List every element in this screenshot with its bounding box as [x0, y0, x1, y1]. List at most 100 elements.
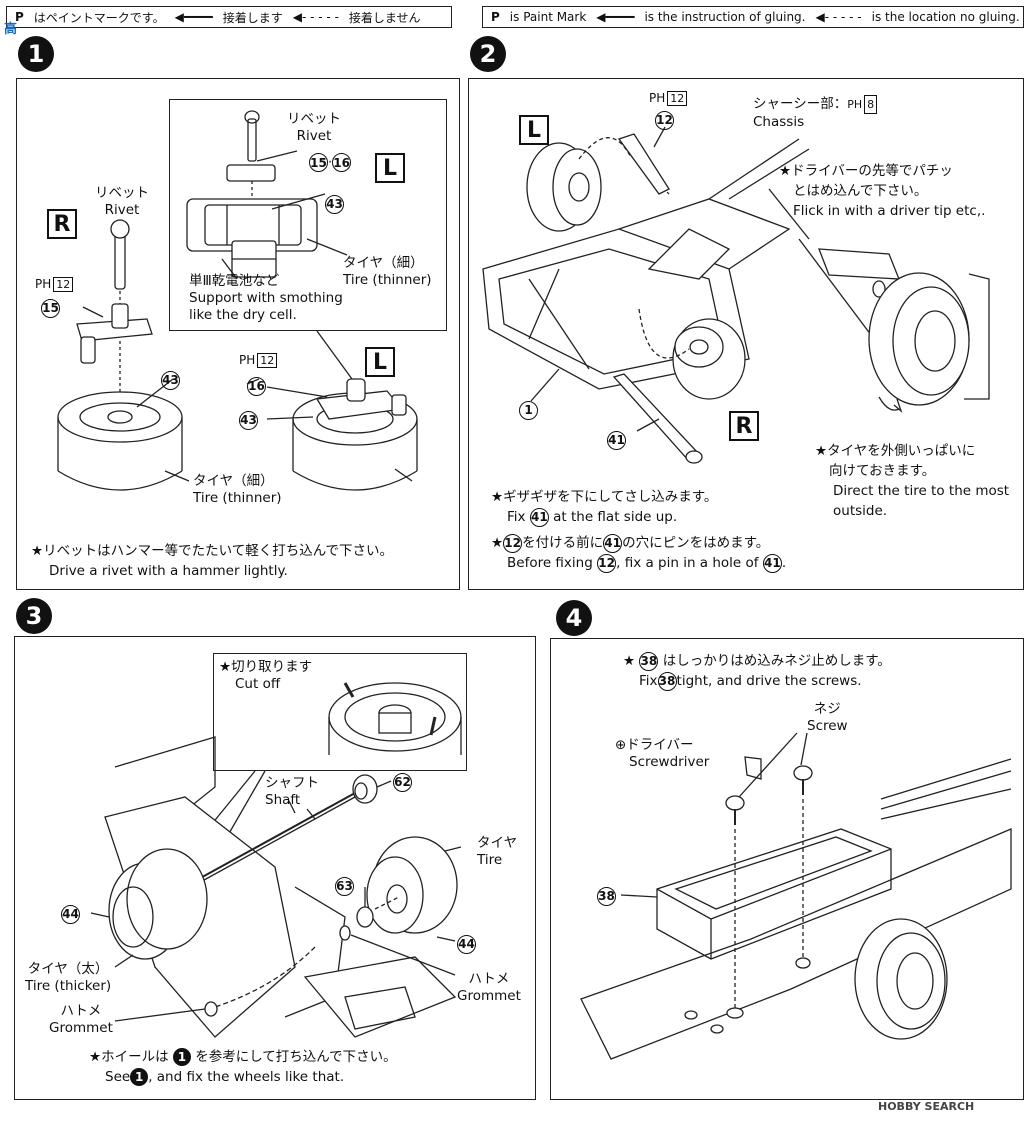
shaft-label: シャフト Shaft [265, 775, 319, 809]
note2-jp-a: を付ける前に [522, 535, 604, 551]
legend-jp-glue: 接着します [222, 10, 283, 25]
tire-jp: タイヤ [477, 835, 518, 851]
arrow-dashed-icon: ◀- - - - - [815, 10, 862, 24]
driver-en: Screwdriver [629, 754, 710, 770]
rivet-en: Rivet [104, 202, 140, 218]
grommet-en: Grommet [49, 1020, 113, 1036]
step4-note-en-num: 38 [657, 671, 677, 691]
site-logo: 高 [4, 22, 18, 37]
part-1-num: 1 [519, 400, 538, 420]
chassis-num: 8 [864, 95, 878, 114]
screwdriver-label: ⊕ドライバー Screwdriver [615, 737, 709, 771]
part-41: 41 [607, 429, 626, 450]
tire-thick-jp: タイヤ（太） [27, 961, 109, 977]
pmark-num: 12 [53, 277, 74, 292]
step2-note2: ★12を付ける前に41の穴にピンをはめます。 Before fixing 12,… [491, 533, 787, 573]
step1-note-en: Drive a rivet with a hammer lightly. [49, 563, 288, 579]
note2-jp-num2: 41 [603, 533, 623, 553]
box-r: R [47, 209, 77, 239]
screw-label: ネジ Screw [807, 701, 848, 735]
note2-jp-num1: 12 [503, 533, 523, 553]
note1-en-b: at the flat side up. [553, 509, 678, 525]
tire-dir-jp2: 向けておきます。 [829, 463, 936, 479]
note2-en-num2: 41 [762, 553, 782, 573]
step4-illustration [580, 732, 1012, 1060]
part-12: 12 [655, 109, 674, 130]
inset-tire-label: タイヤ（細） Tire (thinner) [343, 255, 432, 289]
step1-note: ★リベットはハンマー等でたたいて軽く打ち込んで下さい。 Drive a rive… [31, 541, 393, 581]
legend-jp-noglue: 接着しません [348, 10, 421, 25]
part-62: 62 [393, 771, 412, 792]
part-43: 43 [161, 369, 180, 390]
step3-note-en-num: 1 [130, 1068, 149, 1086]
note2-en-a: Before fixing [507, 555, 593, 571]
arrow-dashed-icon: ◀- - - - - [292, 10, 339, 24]
step4-note-jp-b: はしっかりはめ込みネジ止めします。 [662, 653, 891, 669]
pmark-num: 12 [667, 91, 688, 106]
tire-dir-jp1: ★タイヤを外側いっぱいに [815, 443, 976, 459]
grommet-right-label: ハトメ Grommet [457, 971, 521, 1005]
legend-en-noglue: is the location no gluing. [871, 10, 1020, 24]
pmark-text: PH [649, 91, 666, 105]
part-16b-num: 16 [332, 153, 352, 172]
part-12-num: 12 [655, 110, 674, 130]
step3-note-en-b: , and fix the wheels like that. [148, 1069, 345, 1085]
note2-en-b: , fix a pin in a hole of [616, 555, 759, 571]
step4-note-en-b: tight, and drive the screws. [676, 673, 862, 689]
grommet-left-label: ハトメ Grommet [49, 1003, 113, 1037]
part-63: 63 [335, 875, 354, 896]
tire-direction-note: ★タイヤを外側いっぱいに 向けておきます。 Direct the tire to… [815, 441, 1009, 521]
part-15-num: 15 [41, 298, 60, 318]
step2-note1: ★ギザギザを下にしてさし込みます。 Fix 41 at the flat sid… [491, 487, 717, 527]
grommet2-jp: ハトメ [468, 971, 510, 987]
part-15-16: 15·16 [309, 153, 352, 172]
part-44b-num: 44 [457, 934, 476, 954]
cut-jp: ★切り取ります [219, 659, 313, 675]
driver-jp: ⊕ドライバー [615, 737, 694, 753]
arrow-solid-icon: ◀━━━━ [174, 10, 213, 24]
step-number-4: 4 [556, 600, 592, 636]
box-l-inset: L [375, 153, 405, 183]
step4-note-jp-num: 38 [639, 651, 659, 671]
tire2-jp: タイヤ（細） [343, 255, 424, 271]
support-label: 単Ⅲ乾電池など Support with smothing like the d… [189, 273, 343, 324]
chassis-pm: PH [847, 98, 863, 111]
chassis-jp: シャーシー部： [753, 96, 848, 112]
legend-en: P is Paint Mark ◀━━━━ is the instruction… [482, 6, 1024, 28]
part-1: 1 [519, 399, 538, 420]
rivet-jp: リベット [95, 185, 149, 201]
tire2-en: Tire (thinner) [343, 272, 432, 288]
part-41-num: 41 [607, 430, 626, 450]
inset-rivet-label: リベット Rivet [287, 111, 341, 145]
step-number-2: 2 [470, 36, 506, 72]
box-r: R [729, 411, 759, 441]
shaft-en: Shaft [265, 792, 301, 808]
step4-note-jp-a: ★ [623, 653, 636, 669]
note2-en-c: . [781, 555, 787, 571]
part-44-right: 44 [457, 933, 476, 954]
part-43-inset: 43 [325, 193, 344, 214]
part-44-left: 44 [61, 903, 80, 924]
legend-jp-paint: はペイントマークです。 [33, 10, 165, 25]
tire-dir-en2: outside. [833, 503, 888, 519]
flick-en: Flick in with a driver tip etc,. [793, 203, 986, 219]
part-43-num: 43 [161, 370, 180, 390]
pmark2-num: 12 [257, 353, 278, 368]
step-number-1: 1 [18, 36, 54, 72]
step3-panel: ★切り取ります Cut off シャフト Shaft 62 タイヤ Tire 6… [14, 636, 536, 1100]
step3-note-jp-num: 1 [172, 1048, 191, 1066]
hobby-search-watermark: HOBBY SEARCH [878, 1100, 975, 1113]
step1-rivet-label: リベット Rivet [95, 185, 149, 219]
support-jp: 単Ⅲ乾電池など [189, 273, 280, 289]
cut-note: ★切り取ります Cut off [219, 659, 312, 693]
step2-note1-jp: ★ギザギザを下にしてさし込みます。 [491, 489, 718, 505]
step2-illustration [482, 126, 990, 464]
cut-en: Cut off [235, 676, 281, 692]
step4-note-en-a: Fix [639, 673, 658, 689]
step1-illustration [57, 110, 418, 491]
